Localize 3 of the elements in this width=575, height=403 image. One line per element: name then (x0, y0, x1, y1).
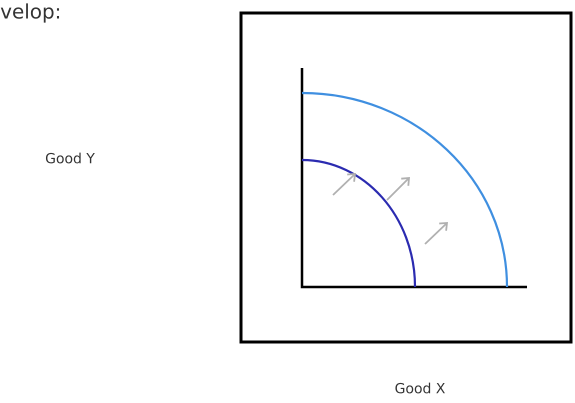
axis-label: velop: (0, 3, 60, 23)
axis-label: Good X (395, 382, 445, 394)
axis-label: Good Y (46, 152, 95, 164)
